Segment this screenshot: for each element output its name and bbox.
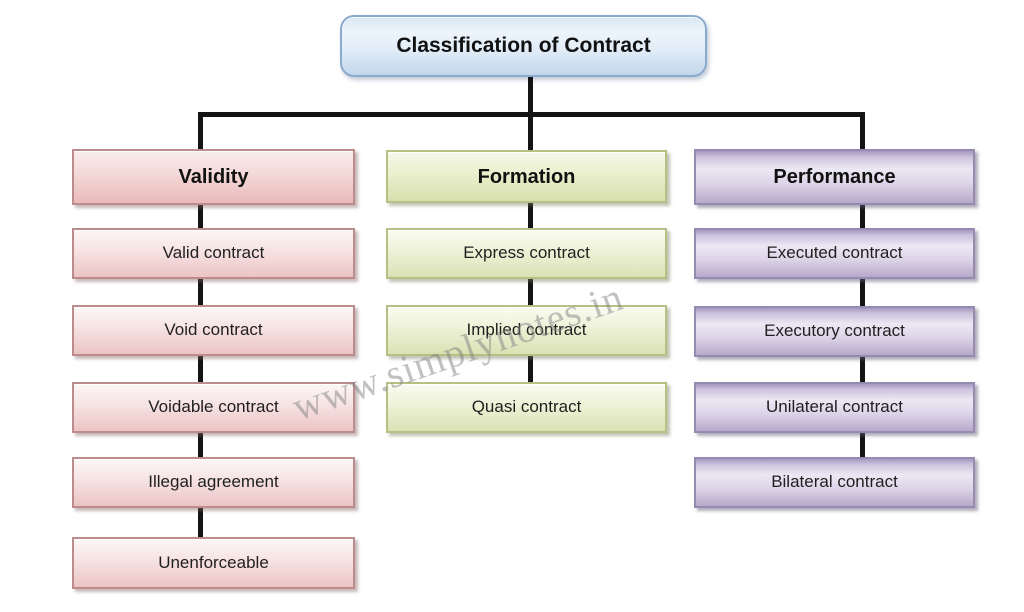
node-void-contract: Void contract (72, 305, 355, 356)
column-header-performance: Performance (694, 149, 975, 205)
connector-performance-1 (860, 205, 865, 228)
node-label: Illegal agreement (148, 472, 279, 492)
connector-performance-4 (860, 433, 865, 457)
connector-formation-1 (528, 203, 533, 228)
node-illegal-agreement: Illegal agreement (72, 457, 355, 508)
connector-performance-3 (860, 356, 865, 382)
node-label: Executed contract (766, 243, 903, 263)
diagram-title: Classification of Contract (396, 34, 651, 58)
title-box: Classification of Contract (340, 15, 707, 77)
node-implied-contract: Implied contract (386, 305, 667, 356)
connector-drop-performance (860, 112, 865, 150)
node-executed-contract: Executed contract (694, 228, 975, 279)
node-label: Quasi contract (471, 397, 582, 417)
connector-horizontal-bar (198, 112, 865, 117)
column-header-validity: Validity (72, 149, 355, 205)
connector-validity-3 (198, 356, 203, 382)
node-label: Unenforceable (158, 552, 269, 572)
connector-drop-validity (198, 112, 203, 150)
node-label: Implied contract (466, 320, 587, 340)
node-bilateral-contract: Bilateral contract (694, 457, 975, 508)
node-express-contract: Express contract (386, 228, 667, 279)
node-label: Executory contract (764, 321, 905, 341)
connector-validity-2 (198, 279, 203, 305)
node-label: Unilateral contract (765, 397, 903, 417)
node-label: Valid contract (162, 243, 265, 263)
connector-validity-1 (198, 205, 203, 228)
column-header-label: Validity (178, 166, 249, 188)
node-valid-contract: Valid contract (72, 228, 355, 279)
node-quasi-contract: Quasi contract (386, 382, 667, 433)
connector-validity-5 (198, 508, 203, 537)
node-label: Bilateral contract (771, 472, 898, 492)
connector-formation-3 (528, 356, 533, 382)
column-header-label: Performance (773, 166, 896, 188)
node-voidable-contract: Voidable contract (72, 382, 355, 433)
node-unenforceable: Unenforceable (72, 537, 355, 589)
node-label: Express contract (463, 243, 590, 263)
connector-validity-4 (198, 433, 203, 457)
node-label: Void contract (164, 320, 263, 340)
column-header-formation: Formation (386, 150, 667, 203)
node-label: Voidable contract (148, 397, 279, 417)
connector-performance-2 (860, 279, 865, 306)
node-unilateral-contract: Unilateral contract (694, 382, 975, 433)
node-executory-contract: Executory contract (694, 306, 975, 357)
connector-formation-2 (528, 279, 533, 305)
column-header-label: Formation (477, 165, 576, 188)
